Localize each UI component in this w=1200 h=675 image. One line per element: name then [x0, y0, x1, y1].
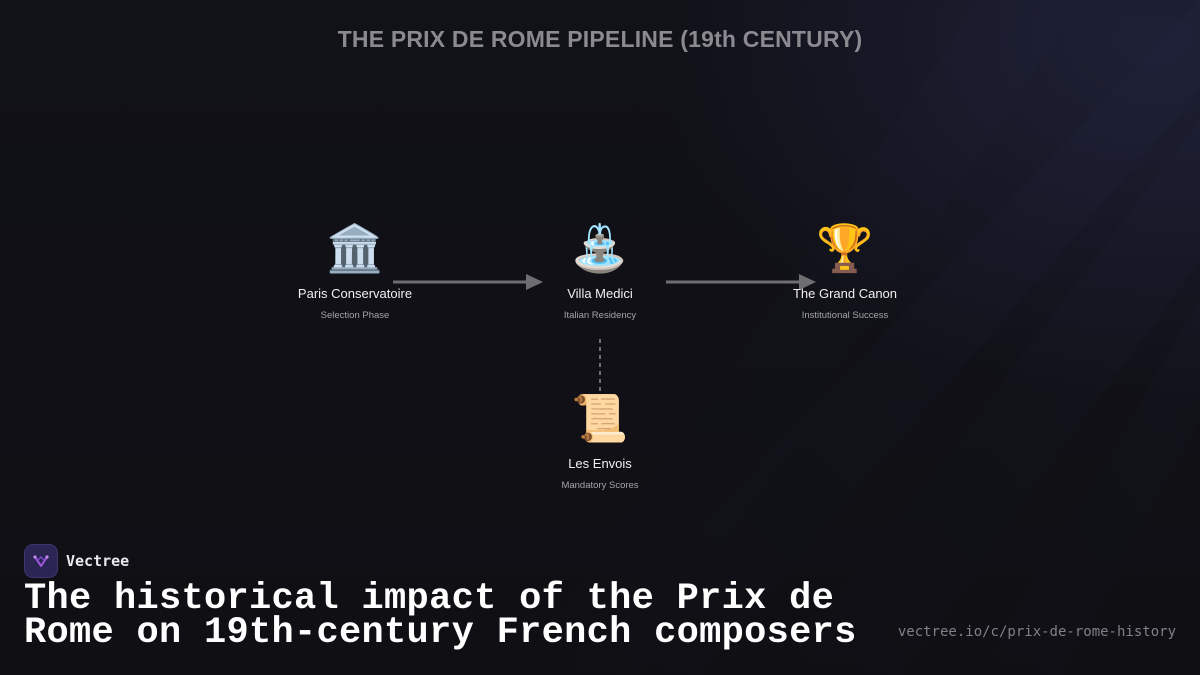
fountain-icon: ⛲	[571, 222, 629, 274]
vectree-logo-icon	[24, 544, 58, 578]
source-url[interactable]: vectree.io/c/prix-de-rome-history	[897, 624, 1176, 640]
trophy-icon: 🏆	[816, 222, 874, 274]
edge-villa-to-canon	[666, 274, 816, 290]
node-sublabel: Mandatory Scores	[561, 480, 639, 491]
node-grand-canon: 🏆 The Grand Canon Institutional Success	[745, 220, 945, 321]
classical-building-icon: 🏛️	[326, 222, 384, 274]
node-sublabel: Selection Phase	[320, 310, 390, 321]
scroll-icon: 📜	[571, 392, 629, 444]
diagram-title: THE PRIX DE ROME PIPELINE (19th CENTURY)	[337, 26, 863, 52]
node-label: Les Envois	[568, 456, 632, 471]
brand-name: Vectree	[66, 552, 130, 570]
node-sublabel: Institutional Success	[801, 310, 889, 321]
node-label: The Grand Canon	[792, 286, 898, 301]
node-les-envois: 📜 Les Envois Mandatory Scores	[500, 390, 700, 491]
node-villa-medici: ⛲ Villa Medici Italian Residency	[500, 220, 700, 321]
node-paris-conservatoire: 🏛️ Paris Conservatoire Selection Phase	[255, 220, 455, 321]
headline: The historical impact of the Prix de Rom…	[24, 578, 857, 654]
node-label: Villa Medici	[567, 286, 633, 301]
brand: Vectree	[24, 544, 129, 578]
node-sublabel: Italian Residency	[563, 310, 637, 321]
node-label: Paris Conservatoire	[297, 286, 413, 301]
edge-conservatoire-to-villa	[393, 274, 543, 290]
